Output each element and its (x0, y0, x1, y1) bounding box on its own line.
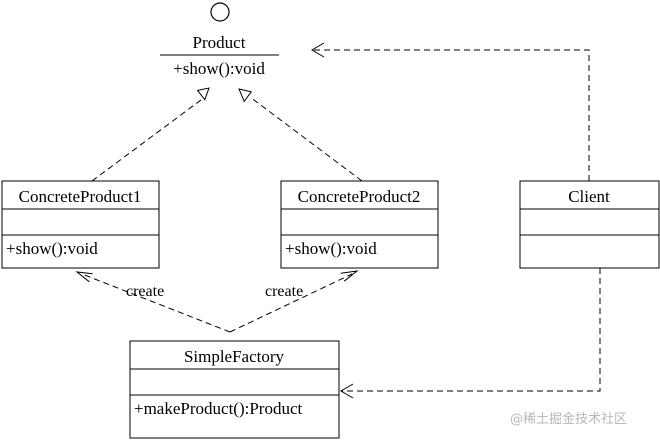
realization-concrete1-to-product (91, 87, 210, 182)
concrete-product-2-method: +show():void (285, 239, 377, 258)
dependency-client-to-product (311, 42, 590, 181)
concrete-product-1-box (1, 180, 160, 269)
hollow-triangle-arrow-icon (238, 88, 253, 103)
simple-factory-name: SimpleFactory (184, 347, 285, 366)
watermark-text: @稀土掘金技术社区 (510, 412, 628, 427)
create-factory-to-concrete2: create (229, 270, 359, 333)
concrete-product-2-name: ConcreteProduct2 (298, 187, 421, 206)
dependency-client-to-factory (340, 268, 601, 399)
interface-lollipop-icon (210, 2, 230, 22)
concrete-product-2-box (280, 180, 439, 269)
concrete-product-1-name: ConcreteProduct1 (19, 187, 142, 206)
hollow-triangle-arrow-icon (196, 87, 210, 101)
product-interface: Product +show():void (160, 2, 279, 78)
open-arrow-icon (75, 271, 93, 283)
class-concrete-product-1: ConcreteProduct1 +show():void (1, 180, 160, 269)
open-arrow-icon (340, 270, 359, 282)
create-label-left: create (126, 283, 164, 300)
class-concrete-product-2: ConcreteProduct2 +show():void (280, 180, 439, 269)
client-name: Client (568, 187, 610, 206)
simple-factory-box (129, 340, 340, 439)
realization-concrete2-to-product (238, 88, 363, 182)
create-factory-to-concrete1: create (75, 271, 231, 333)
open-arrow-icon (340, 383, 354, 399)
create-label-right: create (265, 283, 303, 300)
product-name: Product (193, 33, 246, 52)
simple-factory-method: +makeProduct():Product (134, 399, 302, 418)
product-method: +show():void (173, 59, 265, 78)
concrete-product-1-method: +show():void (6, 239, 98, 258)
open-arrow-icon (311, 42, 325, 58)
class-client: Client (519, 180, 660, 269)
class-simple-factory: SimpleFactory +makeProduct():Product (129, 340, 340, 439)
